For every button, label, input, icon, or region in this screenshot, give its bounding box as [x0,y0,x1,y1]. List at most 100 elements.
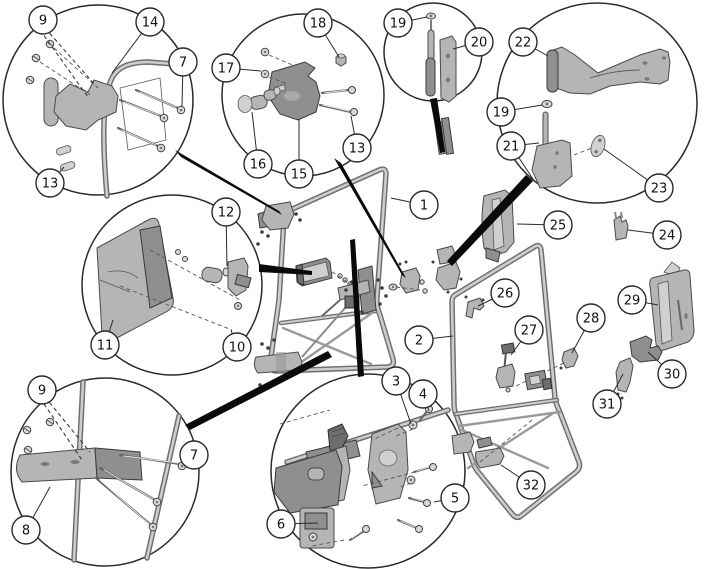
callout-3: 3 [381,366,412,425]
callout-number: 22 [515,36,532,51]
callout-balloon [383,8,413,38]
callout-number: 17 [218,62,235,77]
clip-part-28 [559,347,579,370]
callout-1: 1 [390,190,439,220]
callout-balloon [486,97,516,127]
callout-number: 9 [39,14,47,29]
hinge-pin-plate [425,12,457,103]
wedge-left-handle [259,264,312,275]
detail-circle-top-left-hinge [2,4,194,199]
callout-15: 15 [284,119,314,189]
striker-plate-part [367,423,409,505]
callout-balloon [28,5,58,35]
callout-number: 3 [392,375,400,390]
callout-number: 13 [42,177,59,192]
bolt-pair-icons [55,145,76,172]
callout-balloon [266,509,296,539]
callout-24: 24 [627,220,682,250]
callout-balloon [211,53,241,83]
latch-body-part [299,507,335,549]
screw-icons [22,417,55,455]
callout-balloon [35,168,65,198]
callout-27: 27 [510,315,544,356]
callout-number: 14 [142,16,159,31]
callout-number: 30 [664,368,681,383]
callout-number: 7 [179,56,187,71]
callout-balloon [496,131,526,161]
callout-10: 10 [222,329,252,362]
callout-number: 15 [291,168,308,183]
callout-number: 24 [659,229,676,244]
callout-12: 12 [211,197,241,267]
callout-30: 30 [647,351,687,389]
latch-backplate [273,449,343,514]
wedge-top-left [175,150,282,215]
callout-23: 23 [603,148,674,203]
bolt-icons [318,86,358,116]
hinge-bracket-part [53,79,119,131]
callout-number: 23 [651,182,668,197]
door-2-assembly [449,242,583,521]
callout-2: 2 [404,325,454,355]
door-2-edge-latch [524,369,553,391]
callout-5: 5 [433,483,470,513]
callout-balloon [179,440,209,470]
oval-plate-part [590,134,606,158]
callout-9: 9 [27,375,91,461]
callout-balloon [514,315,544,345]
door-2-upper-clip-26 [464,295,485,319]
bracket-part-30 [629,335,663,363]
callout-balloon [576,303,606,333]
callout-balloon [490,278,520,308]
bolt-washer-icons [348,405,437,542]
door-1-assembly [253,166,428,390]
callout-balloon [168,47,198,77]
callout-balloon [592,389,622,419]
callout-20: 20 [452,27,494,57]
magnifier-pointer-wedges [175,98,533,430]
callout-number: 12 [218,206,235,221]
callout-balloon [408,379,438,409]
callout-balloon [464,27,494,57]
pillar-panel-part-29 [649,261,695,351]
callout-7: 7 [168,47,198,108]
callout-number: 16 [250,158,267,173]
door-2-bottom-bracket-32 [475,419,533,469]
detail-circle-left-handle [81,194,263,376]
callout-4: 4 [408,379,438,412]
callout-balloon [508,27,538,57]
callout-number: 29 [624,294,641,309]
bolt-icons [116,88,186,153]
frame-panel-outline [119,77,167,151]
callout-balloon [652,220,682,250]
callout-balloon [543,210,573,240]
door-2-bottom-hinge [451,431,493,455]
callout-balloon [284,159,314,189]
callout-14: 14 [111,7,165,74]
callout-number: 21 [503,140,520,155]
detail-circle-bottom-center-latch [270,373,466,569]
plug-knob-icon [237,86,281,113]
callout-balloon [657,359,687,389]
callout-balloon [135,7,165,37]
callout-number: 8 [22,524,30,539]
screw-icons [260,47,270,79]
callout-balloon [381,366,411,396]
callout-number: 28 [583,312,600,327]
callout-balloon [617,285,647,315]
callout-number: 10 [229,341,246,356]
callout-13: 13 [35,166,65,198]
callout-29: 29 [617,285,659,315]
callout-32: 32 [500,464,546,500]
callout-6: 6 [266,509,319,539]
door-handle-part [96,217,174,342]
callout-balloon [303,8,333,38]
callout-number: 20 [471,36,488,51]
clip-part-24 [613,211,629,241]
callout-number: 7 [190,449,198,464]
callout-number: 5 [451,492,459,507]
callout-balloon [27,375,57,405]
